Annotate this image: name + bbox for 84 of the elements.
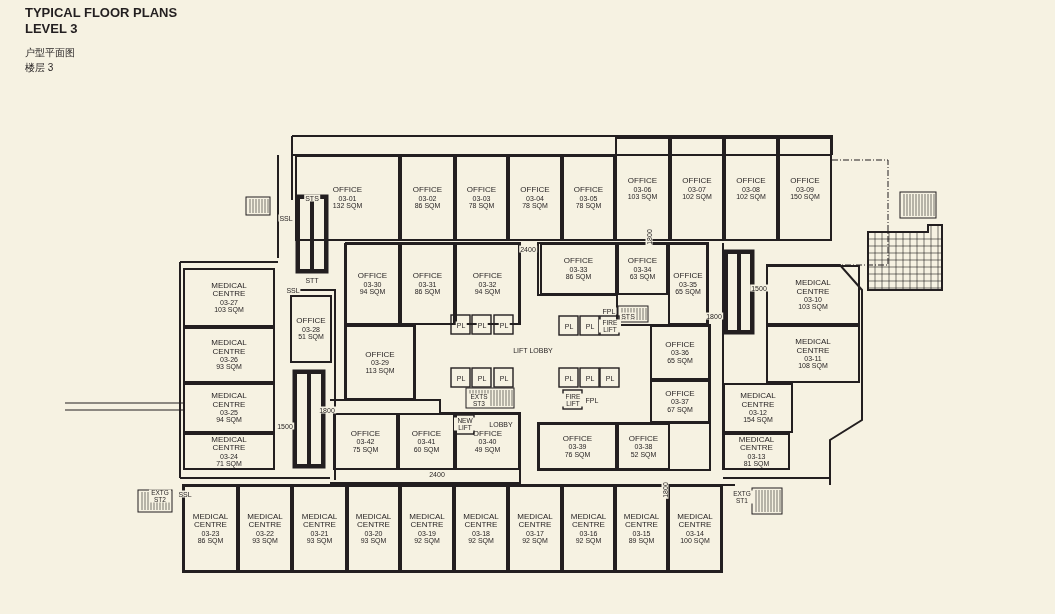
- unit-room: [668, 485, 722, 572]
- unit-room: [766, 325, 860, 383]
- unit-room: [183, 433, 275, 470]
- unit-room: [400, 243, 455, 325]
- unit-type: MEDICAL CENTRE: [300, 512, 339, 530]
- unit-room: [538, 423, 617, 470]
- unit-room: [562, 485, 615, 572]
- unit-room: [347, 485, 400, 572]
- unit-type: MEDICAL CENTRE: [210, 435, 248, 453]
- unit-type: OFFICE: [682, 177, 712, 186]
- unit-type: OFFICE: [332, 186, 363, 195]
- unit-type: MEDICAL CENTRE: [354, 512, 393, 530]
- unit-type: OFFICE: [665, 340, 695, 350]
- unit-type: MEDICAL CENTRE: [191, 512, 230, 530]
- unit-room: [333, 413, 398, 470]
- unit-type: MEDICAL CENTRE: [210, 281, 248, 299]
- unit-room: [668, 243, 708, 325]
- unit-room: [455, 155, 508, 241]
- unit-type: OFFICE: [350, 429, 381, 439]
- unit-type: MEDICAL CENTRE: [569, 512, 608, 530]
- unit-type: OFFICE: [357, 272, 388, 281]
- unit-room: [398, 413, 455, 470]
- unit-room: [650, 380, 710, 423]
- unit-type: MEDICAL CENTRE: [462, 512, 500, 530]
- unit-type: OFFICE: [790, 177, 820, 186]
- unit-type: OFFICE: [296, 317, 326, 326]
- unit-room: [650, 325, 710, 380]
- unit-type: MEDICAL CENTRE: [676, 512, 714, 530]
- title: TYPICAL FLOOR PLANS: [25, 6, 178, 19]
- unit-room: [670, 137, 724, 241]
- unit-type: OFFICE: [412, 186, 443, 195]
- unit-type: MEDICAL CENTRE: [737, 435, 776, 453]
- unit-type: OFFICE: [412, 272, 443, 281]
- subtitle: LEVEL 3: [25, 22, 78, 35]
- unit-room: [778, 137, 832, 241]
- unit-type: OFFICE: [573, 186, 604, 195]
- unit-room: [290, 295, 332, 363]
- unit-room: [562, 155, 615, 241]
- unit-room: [400, 485, 454, 572]
- unit-room: [723, 433, 790, 470]
- unit-type: OFFICE: [472, 429, 503, 439]
- unit-room: [540, 243, 617, 295]
- unit-type: MEDICAL CENTRE: [794, 279, 832, 297]
- unit-type: MEDICAL CENTRE: [739, 392, 777, 410]
- unit-type: OFFICE: [665, 389, 695, 399]
- unit-room: [400, 155, 455, 241]
- unit-room: [508, 155, 562, 241]
- unit-type: OFFICE: [472, 272, 503, 281]
- unit-room: [723, 383, 793, 433]
- unit-room: [183, 268, 275, 327]
- unit-type: MEDICAL CENTRE: [794, 338, 832, 356]
- unit-type: MEDICAL CENTRE: [408, 512, 446, 530]
- unit-room: [345, 325, 415, 400]
- unit-room: [183, 383, 275, 433]
- unit-room: [345, 243, 400, 325]
- unit-type: OFFICE: [563, 257, 594, 266]
- unit-room: [238, 485, 292, 572]
- unit-room: [508, 485, 562, 572]
- unit-room: [292, 485, 347, 572]
- unit-room: [617, 423, 670, 470]
- unit-room: [454, 485, 508, 572]
- unit-type: OFFICE: [627, 177, 658, 186]
- unit-room: [295, 155, 400, 241]
- unit-type: OFFICE: [520, 186, 550, 195]
- unit-type: OFFICE: [673, 272, 703, 281]
- unit-type: MEDICAL CENTRE: [210, 339, 248, 357]
- subtitle: 户型平面图: [25, 48, 75, 58]
- unit-type: OFFICE: [365, 350, 395, 360]
- unit-type: MEDICAL CENTRE: [210, 392, 248, 410]
- unit-type: OFFICE: [411, 429, 442, 439]
- unit-type: OFFICE: [628, 434, 659, 444]
- unit-room: [766, 265, 860, 325]
- unit-type: OFFICE: [627, 257, 658, 266]
- unit-type: OFFICE: [736, 177, 766, 186]
- unit-room: [455, 413, 520, 470]
- unit-room: [617, 243, 668, 295]
- unit-type: MEDICAL CENTRE: [516, 512, 554, 530]
- unit-type: MEDICAL CENTRE: [246, 512, 284, 530]
- unit-type: OFFICE: [466, 186, 497, 195]
- unit-type: MEDICAL CENTRE: [622, 512, 661, 530]
- unit-room: [183, 327, 275, 383]
- subtitle: 楼层 3: [25, 63, 54, 73]
- unit-type: OFFICE: [562, 434, 593, 444]
- unit-room: [724, 137, 778, 241]
